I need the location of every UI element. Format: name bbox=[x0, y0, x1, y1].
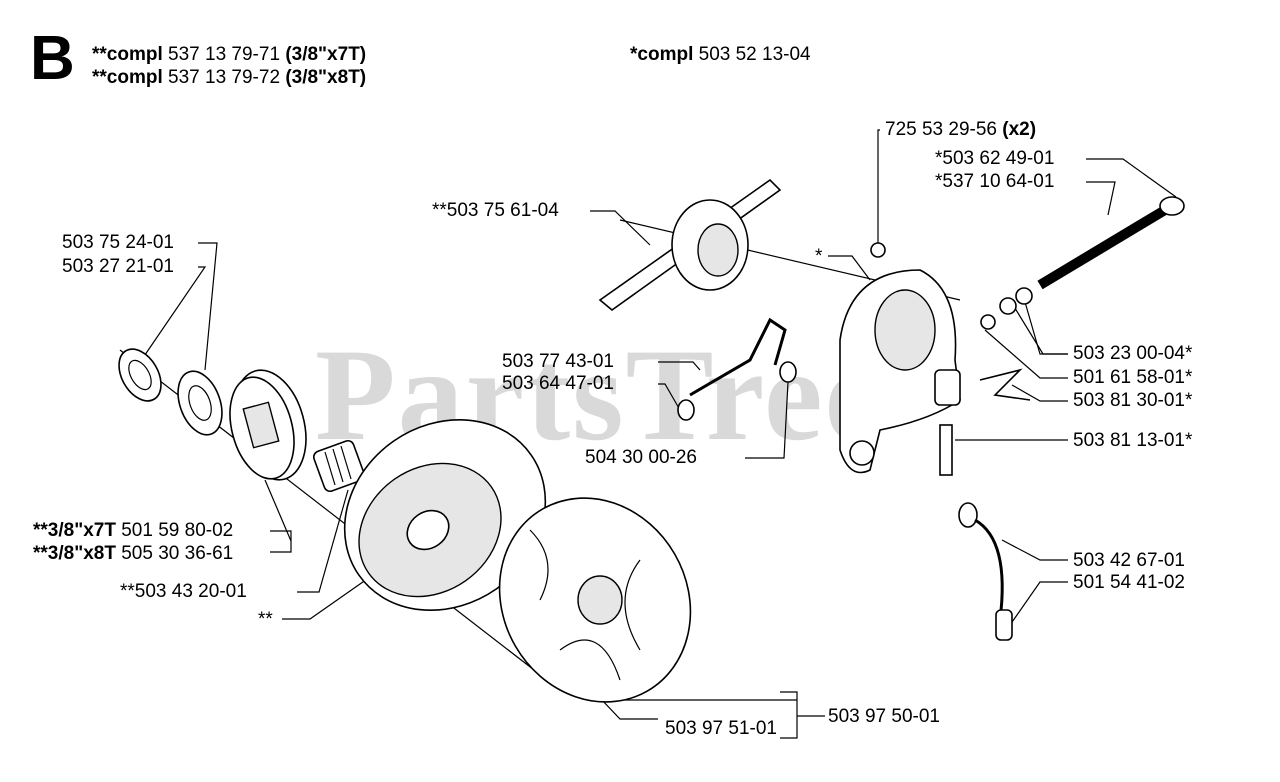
label-sprocket-7t-prefix: **3/8"x7T bbox=[33, 520, 116, 541]
header-line-3-number: 503 52 13-04 bbox=[698, 44, 811, 65]
label-sprocket-7t: **3/8"x7T 501 59 80-02 bbox=[33, 520, 233, 542]
label-503-62-49-01: *503 62 49-01 bbox=[935, 148, 1055, 169]
header-line-1-prefix: **compl bbox=[92, 44, 163, 65]
label-503-77-43-01: 503 77 43-01 bbox=[502, 351, 614, 372]
label-503-97-50-01: 503 97 50-01 bbox=[828, 706, 940, 727]
clutch bbox=[498, 497, 692, 703]
needle-bearing bbox=[312, 439, 366, 493]
label-503-23-00-04: 503 23 00-04* bbox=[1073, 343, 1193, 364]
label-725-53-29-56-number: 725 53 29-56 bbox=[885, 119, 997, 140]
label-503-81-30-01: 503 81 30-01* bbox=[1073, 390, 1193, 411]
circlip bbox=[118, 348, 162, 402]
bar-plate bbox=[598, 178, 782, 312]
label-doublestar: ** bbox=[258, 609, 273, 630]
label-503-97-51-01: 503 97 51-01 bbox=[665, 718, 777, 739]
label-503-27-21-01: 503 27 21-01 bbox=[62, 256, 174, 277]
clutch-drum bbox=[343, 419, 547, 611]
label-504-30-00-26: 504 30 00-26 bbox=[585, 447, 697, 468]
label-501-61-58-01: 501 61 58-01* bbox=[1073, 367, 1193, 388]
section-letter: B bbox=[30, 24, 75, 93]
washer bbox=[177, 370, 223, 436]
header-line-2: **compl 537 13 79-72 (3/8"x8T) bbox=[92, 67, 366, 89]
header-line-1-number: 537 13 79-71 bbox=[168, 44, 281, 65]
header-line-1: **compl 537 13 79-71 (3/8"x7T) bbox=[92, 44, 366, 66]
adjust-screw bbox=[939, 424, 953, 476]
label-sprocket-8t-prefix: **3/8"x8T bbox=[33, 543, 116, 564]
oil-pump bbox=[839, 269, 961, 474]
header-line-1-suffix: (3/8"x7T) bbox=[285, 44, 367, 65]
label-503-75-61-04: **503 75 61-04 bbox=[432, 200, 559, 221]
label-503-43-20-01: **503 43 20-01 bbox=[120, 581, 247, 602]
label-503-64-47-01: 503 64 47-01 bbox=[502, 373, 614, 394]
label-501-54-41-02: 501 54 41-02 bbox=[1073, 572, 1185, 593]
pump-piston bbox=[1037, 196, 1185, 290]
header-line-2-suffix: (3/8"x8T) bbox=[285, 67, 367, 88]
leader-lines bbox=[119, 129, 1177, 739]
oil-hose bbox=[958, 502, 1013, 641]
label-503-42-67-01: 503 42 67-01 bbox=[1073, 550, 1185, 571]
label-503-75-24-01: 503 75 24-01 bbox=[62, 232, 174, 253]
header-line-2-number: 537 13 79-72 bbox=[168, 67, 281, 88]
label-725-53-29-56: 725 53 29-56 (x2) bbox=[885, 119, 1036, 141]
rim-sprocket bbox=[229, 369, 307, 481]
spring-and-washers bbox=[870, 242, 1033, 330]
label-sprocket-8t: **3/8"x8T 505 30 36-61 bbox=[33, 543, 233, 565]
label-sprocket-7t-number: 501 59 80-02 bbox=[121, 520, 234, 541]
label-725-53-29-56-qty: (x2) bbox=[1002, 119, 1037, 140]
header-line-2-prefix: **compl bbox=[92, 67, 163, 88]
label-537-10-64-01: *537 10 64-01 bbox=[935, 171, 1055, 192]
label-503-81-13-01: 503 81 13-01* bbox=[1073, 430, 1193, 451]
wire-clip bbox=[677, 317, 797, 421]
header-line-3-prefix: *compl bbox=[630, 44, 694, 65]
seal-plate bbox=[979, 368, 1031, 401]
header-line-3: *compl 503 52 13-04 bbox=[630, 44, 811, 66]
label-star: * bbox=[815, 246, 823, 267]
label-sprocket-8t-number: 505 30 36-61 bbox=[121, 543, 234, 564]
